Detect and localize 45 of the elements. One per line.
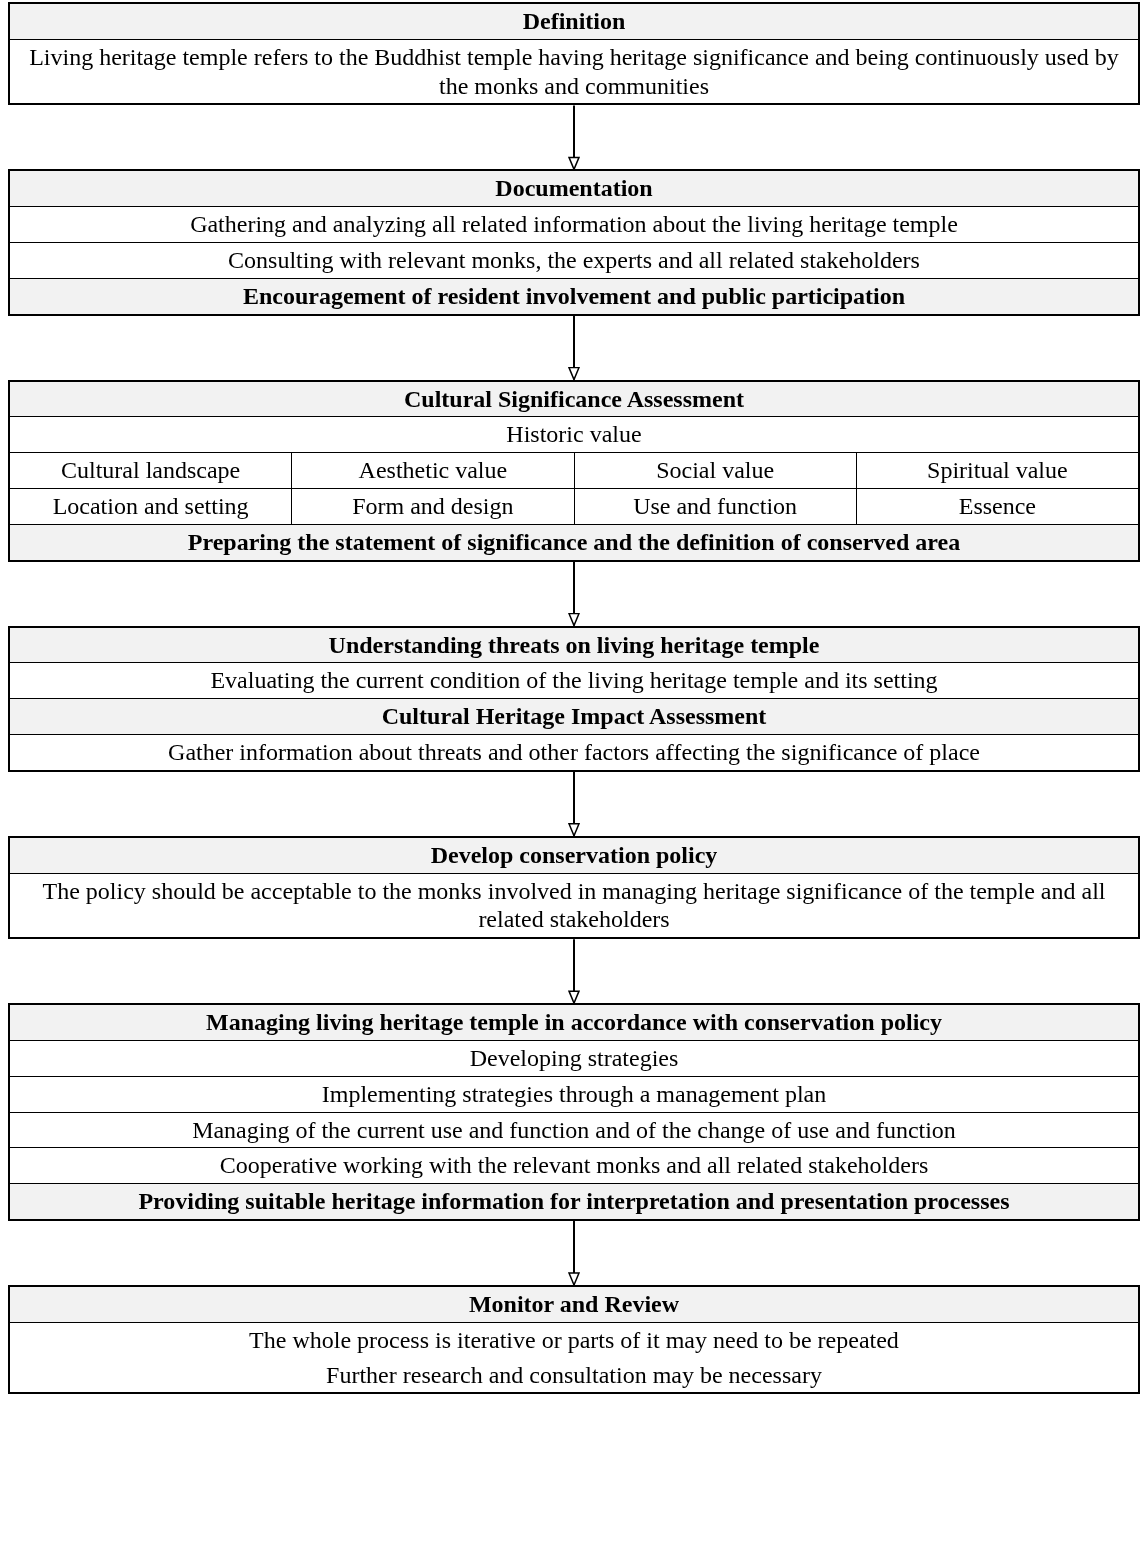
row-text: Cooperative working with the relevant monks and all related stakeholders — [218, 1151, 930, 1181]
row-text: Evaluating the current condition of the living heritage temple and its setting — [209, 666, 939, 696]
row-text: Location and setting — [51, 491, 250, 521]
stage-heading: Managing living heritage temple in accordance with conservation policy — [205, 1008, 943, 1038]
row-text: Developing strategies — [468, 1043, 680, 1073]
stage-table — [8, 1003, 1140, 1221]
row-text: Consulting with relevant monks, the experts and all related stakeholders — [227, 246, 921, 275]
row-text: Historic value — [505, 420, 643, 450]
arrow — [568, 938, 580, 1005]
stage-table — [8, 169, 1140, 316]
stage-heading: Monitor and Review — [467, 1289, 681, 1319]
row-text: Implementing strategies through a management plan — [320, 1079, 828, 1109]
row-text: Spiritual value — [855, 453, 1138, 488]
summary-text: Cultural Heritage Impact Assessment — [380, 702, 768, 732]
summary-text: Preparing the statement of significance and the definition of conserved area — [186, 527, 962, 557]
row-text: Gather information about threats and other factors affecting the significance of place — [167, 737, 981, 767]
summary-text: Providing suitable heritage information for interpretation and presentation processes — [137, 1187, 1011, 1217]
stage-table — [8, 625, 1140, 772]
stage-table — [8, 835, 1140, 940]
row-text: The policy should be acceptable to the monks involved in managing heritage significance of the temple and all related stakeholders — [41, 876, 1107, 935]
row-text: Further research and consultation may be necessary — [325, 1360, 823, 1390]
arrow — [568, 770, 580, 837]
arrow — [568, 1219, 580, 1286]
row-text: Managing of the current use and function and of the change of use and function — [191, 1115, 957, 1145]
row-text: Social value — [573, 453, 856, 488]
stage-heading: Cultural Significance Assessment — [403, 384, 745, 414]
stage-heading: Understanding threats on living heritage temple — [327, 630, 821, 660]
summary-text: Encouragement of resident involvement and public participation — [241, 281, 907, 311]
arrow — [568, 314, 580, 381]
row-text: Living heritage temple refers to the Buddhist temple having heritage significance and being continuously used by the monks and communities — [28, 42, 1120, 101]
stage-heading: Develop conservation policy — [429, 840, 719, 870]
row-text: Use and function — [573, 488, 856, 524]
row-text: The whole process is iterative or parts of it may need to be repeated — [248, 1325, 900, 1355]
arrow — [568, 560, 580, 627]
stage-heading: Definition — [521, 7, 627, 36]
row-text: Essence — [855, 488, 1138, 524]
stage-table — [8, 1284, 1140, 1395]
row-text: Form and design — [291, 488, 574, 524]
stage-heading: Documentation — [494, 174, 654, 204]
arrow — [568, 104, 580, 171]
row-text: Aesthetic value — [291, 453, 574, 488]
stage-table — [8, 2, 1140, 106]
row-text: Gathering and analyzing all related information about the living heritage temple — [189, 210, 959, 240]
stage-table — [8, 379, 1140, 562]
row-text: Cultural landscape — [60, 456, 242, 486]
